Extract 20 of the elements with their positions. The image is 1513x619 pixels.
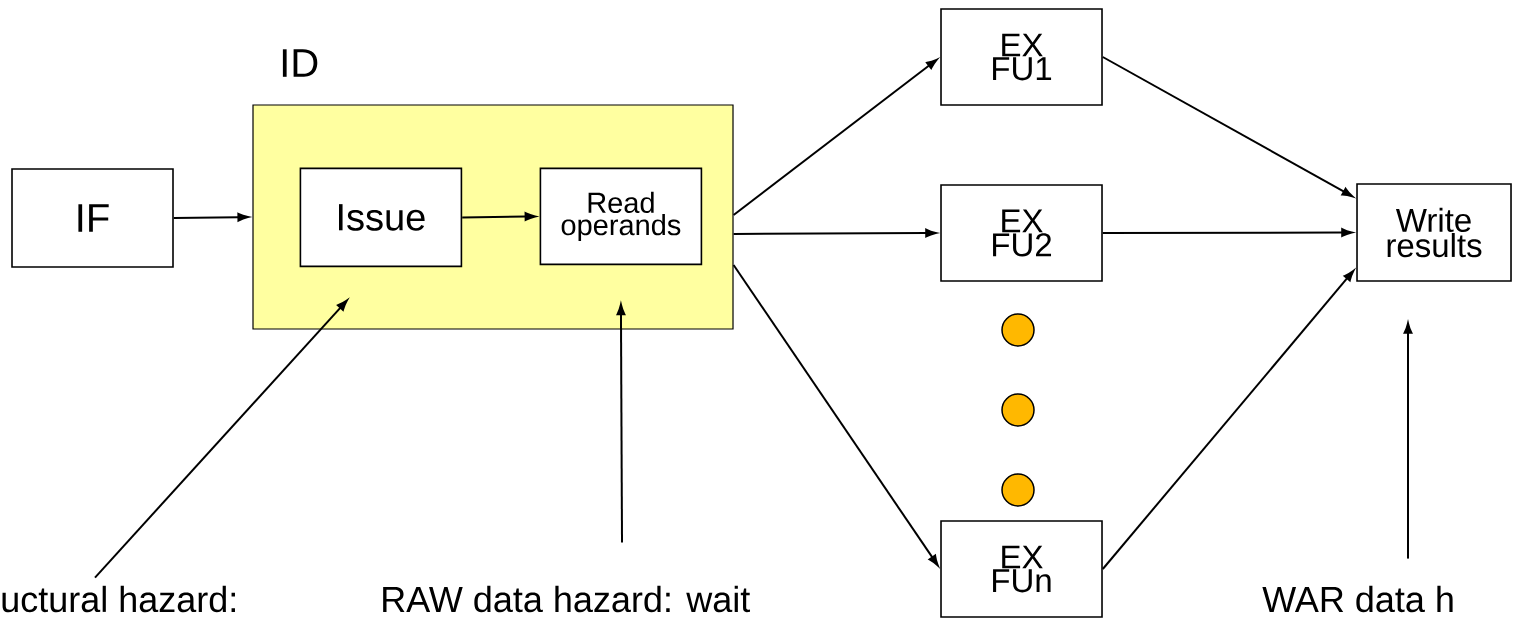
- leader-arrow: [616, 303, 626, 544]
- arrow: [732, 228, 937, 238]
- leader-arrow: [1403, 322, 1413, 560]
- process-box: EX FU2: [940, 184, 1103, 282]
- process-box: Read operands: [539, 167, 703, 266]
- leader-arrow: [94, 299, 348, 579]
- arrow: [732, 264, 939, 567]
- process-box: Write results: [1356, 183, 1512, 282]
- arrow: [1101, 270, 1355, 570]
- arrow: [1101, 56, 1354, 198]
- arrow: [732, 58, 938, 216]
- hazard-note: WAR data h: [1262, 585, 1453, 613]
- arrow: [172, 212, 249, 222]
- process-box: EX FUn: [940, 520, 1103, 618]
- process-box: Issue: [299, 167, 463, 268]
- process-box: IF: [11, 168, 174, 268]
- hazard-note: uctural hazard:: [2, 585, 235, 613]
- hazard-note: RAW data hazard: wait: [383, 585, 750, 613]
- node-label: ID: [282, 49, 318, 77]
- process-box: EX FU1: [940, 8, 1103, 106]
